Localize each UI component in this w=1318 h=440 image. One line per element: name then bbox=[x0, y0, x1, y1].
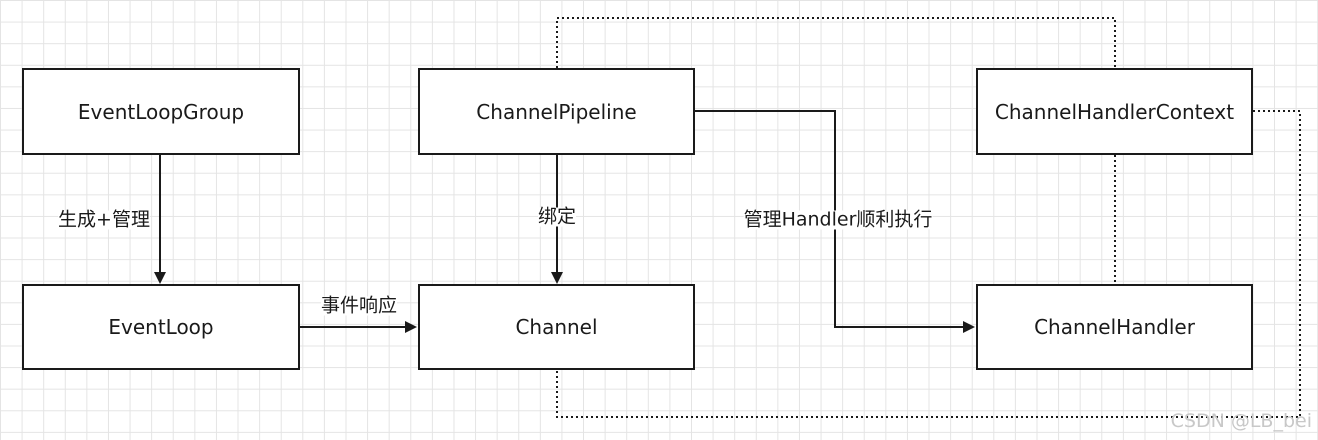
watermark: CSDN @LB_bei bbox=[1170, 410, 1312, 432]
node-channel-pipeline: ChannelPipeline bbox=[418, 68, 695, 155]
node-channel: Channel bbox=[418, 284, 695, 370]
edge-label-bind: 绑定 bbox=[537, 205, 577, 228]
edge-label-manage-handler: 管理Handler顺利执行 bbox=[743, 208, 933, 231]
node-channel-handler: ChannelHandler bbox=[976, 284, 1253, 370]
dotted-pipeline-to-context bbox=[556, 17, 1116, 68]
edge-label-event-response: 事件响应 bbox=[320, 294, 398, 317]
edge-label-generate-manage: 生成+管理 bbox=[58, 208, 150, 231]
dotted-context-to-channel bbox=[556, 110, 1301, 418]
node-event-loop: EventLoop bbox=[22, 284, 300, 370]
node-channel-handler-context: ChannelHandlerContext bbox=[976, 68, 1253, 155]
node-event-loop-group: EventLoopGroup bbox=[22, 68, 300, 155]
